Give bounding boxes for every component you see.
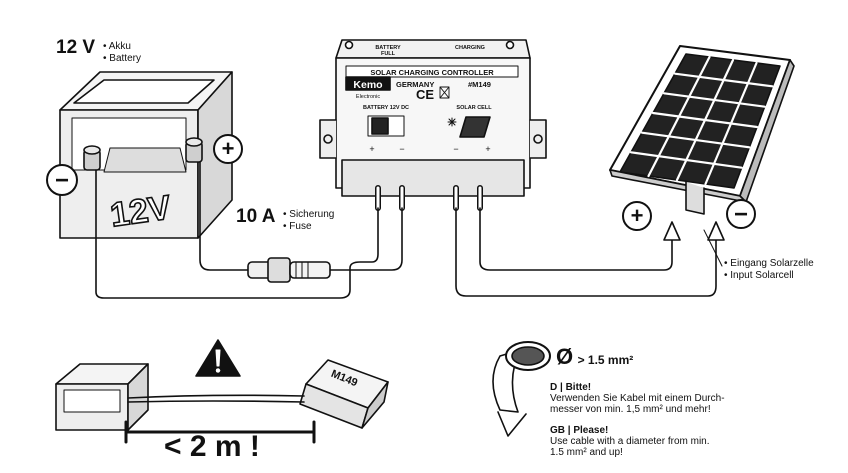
battery-minus-badge [46,164,78,196]
brand-logo: Kemo [353,79,382,91]
mini-battery [55,363,149,431]
cable-battery-minus [95,169,379,299]
diameter-symbol: Ø [556,344,574,369]
note-de-line-2: messer von min. 1,5 mm² und mehr! [550,404,711,415]
model-label: #M149 [468,80,491,89]
cable-solar-plus [479,207,673,271]
fuse-desc-de: Sicherung [289,209,335,220]
diameter-value: > 1.5 mm² [577,353,634,367]
cable-solar-minus [455,207,717,297]
plus-symbol: + [631,203,644,228]
country-label: GERMANY [396,80,434,89]
battery-desc: • Akku • Battery [103,41,141,64]
port-battery-label: BATTERY 12V DC [363,105,409,111]
minus-symbol: − [55,167,69,194]
note-en-line-2: 1.5 mm² and up! [550,447,623,458]
controller-title: SOLAR CHARGING CONTROLLER [370,68,494,77]
cable-diameter: Ø > 1.5 mm² [556,344,633,370]
solar-input-desc: • Eingang Solarzelle • Input Solarcell [724,258,814,281]
solar-input-desc-en: Input Solarcell [730,270,794,281]
plus-symbol: + [485,144,490,154]
inline-fuse [247,257,331,283]
plus-symbol: + [369,144,374,154]
minus-symbol: − [399,144,404,154]
battery-desc-de: Akku [108,41,131,52]
solar-input-leader [703,229,723,267]
led-label-battery-full-2: FULL [381,51,396,57]
note-en-heading: GB | Please! [550,425,609,436]
mini-controller [299,359,389,429]
cable-note-en: GB | Please! Use cable with a diameter f… [550,425,710,458]
warning-triangle [195,339,241,377]
plus-symbol: + [222,136,235,161]
minus-symbol: − [734,201,748,228]
controller-m149 [319,39,547,211]
minus-symbol: − [453,144,458,154]
cable-battery-plus [199,161,403,271]
distance-label: < 2 m ! [164,430,260,463]
battery-plus-badge [213,134,243,164]
cable-cross-section [492,341,551,437]
note-de-heading: D | Bitte! [550,382,592,393]
solar-cell-grid [629,55,774,186]
fuse-desc: • Sicherung • Fuse [283,209,335,232]
port-solar-label: SOLAR CELL [456,105,492,111]
brand-sub: Electronic [356,94,380,100]
note-de-line-1: Verwenden Sie Kabel mit einem Durch- [550,393,725,404]
led-label-charging: CHARGING [455,45,485,51]
battery-case-label: 12V [108,188,174,234]
note-en-line-1: Use cable with a diameter from min. [550,436,710,447]
battery-desc-en: Battery [109,53,141,64]
led-label-battery-full-1: BATTERY [375,45,401,51]
battery-voltage: 12 V [56,37,96,58]
fuse-rating: 10 A [236,206,276,227]
solar-input-desc-de: Eingang Solarzelle [730,258,814,269]
ce-mark: CE [416,87,434,102]
short-cable [127,394,305,403]
solar-plus-badge [622,201,652,231]
fuse-desc-en: Fuse [289,221,312,232]
distance-marker [124,420,316,444]
cable-note-de: D | Bitte! Verwenden Sie Kabel mit einem… [550,382,725,415]
solar-minus-badge [726,199,756,229]
